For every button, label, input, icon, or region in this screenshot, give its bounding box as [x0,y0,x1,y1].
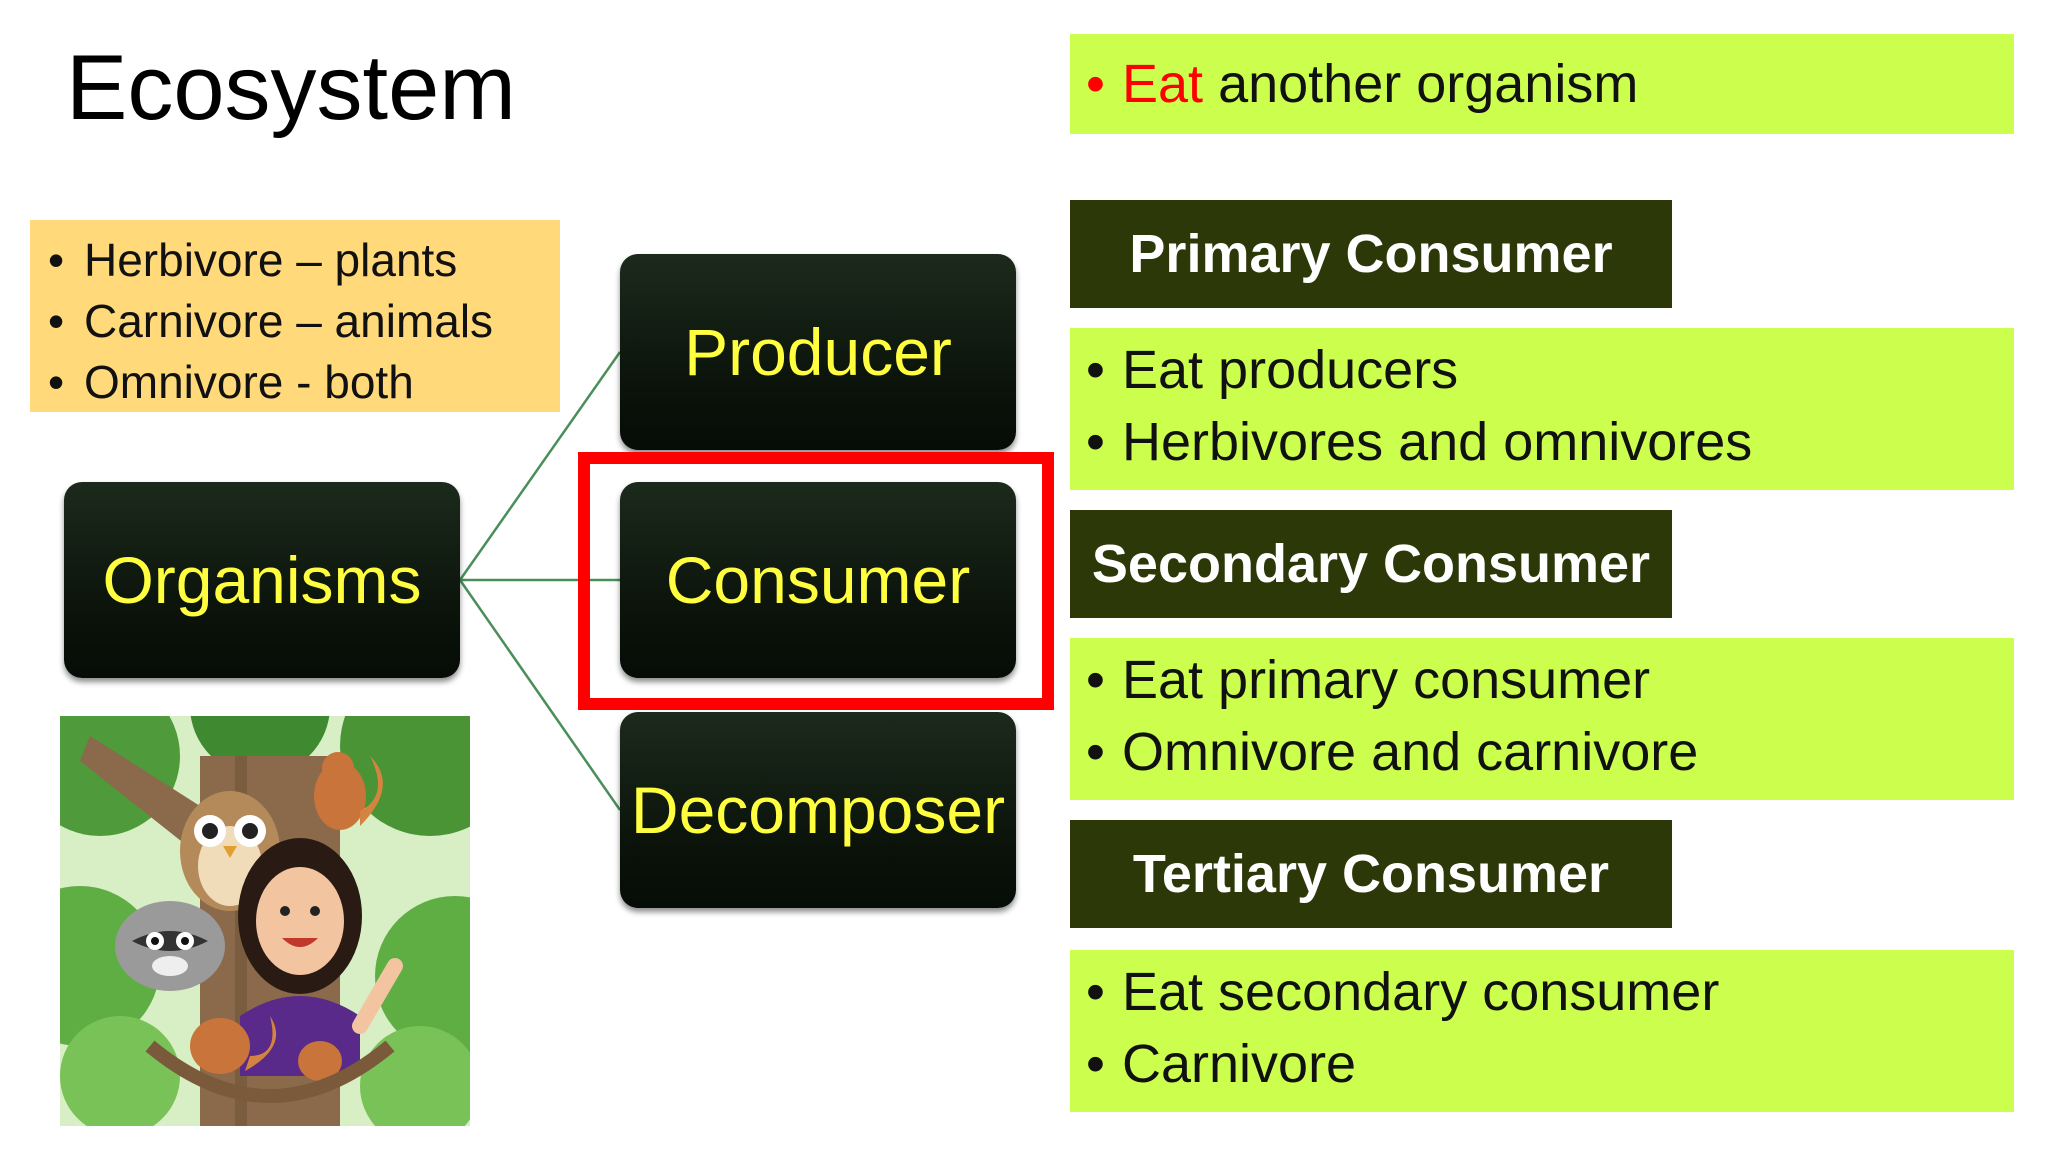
bullet-icon: • [48,234,65,286]
secondary-consumer-header: Secondary Consumer [1070,510,1672,618]
highlight-frame [578,452,1054,710]
illustration-drawing [60,716,470,1126]
definition-text: another organism [1203,54,1639,114]
node-consumer: Consumer [620,482,1016,678]
legend-item: •Carnivore – animals [48,291,560,352]
tertiary-consumer-box: •Eat secondary consumer •Carnivore [1070,950,2014,1112]
bullet-icon: • [48,295,65,347]
definition-box: • Eat another organism [1070,34,2014,134]
bullet-icon: • [1086,650,1105,710]
legend-box: •Herbivore – plants •Carnivore – animals… [30,220,560,412]
bullet-icon: • [1086,412,1105,472]
node-organisms: Organisms [64,482,460,678]
list-item: •Omnivore and carnivore [1086,716,2014,788]
bullet-icon: • [1086,722,1105,782]
primary-consumer-header: Primary Consumer [1070,200,1672,308]
tertiary-consumer-header: Tertiary Consumer [1070,820,1672,928]
page-title: Ecosystem [66,37,516,139]
bullet-icon: • [1086,340,1105,400]
list-item: •Eat secondary consumer [1086,956,2014,1028]
list-item: •Eat primary consumer [1086,644,2014,716]
primary-consumer-box: •Eat producers •Herbivores and omnivores [1070,328,2014,490]
bullet-icon: • [1086,54,1105,114]
definition-item: • Eat another organism [1086,53,1638,115]
list-item: •Eat producers [1086,334,2014,406]
bullet-icon: • [1086,962,1105,1022]
node-decomposer: Decomposer [620,712,1016,908]
bullet-icon: • [1086,1034,1105,1094]
secondary-consumer-box: •Eat primary consumer •Omnivore and carn… [1070,638,2014,800]
bullet-icon: • [48,356,65,408]
list-item: •Carnivore [1086,1028,2014,1100]
definition-emphasis: Eat [1122,54,1204,114]
legend-item: •Omnivore - both [48,352,560,413]
legend-item: •Herbivore – plants [48,230,560,291]
list-item: •Herbivores and omnivores [1086,406,2014,478]
node-producer: Producer [620,254,1016,450]
forest-illustration [60,716,470,1126]
